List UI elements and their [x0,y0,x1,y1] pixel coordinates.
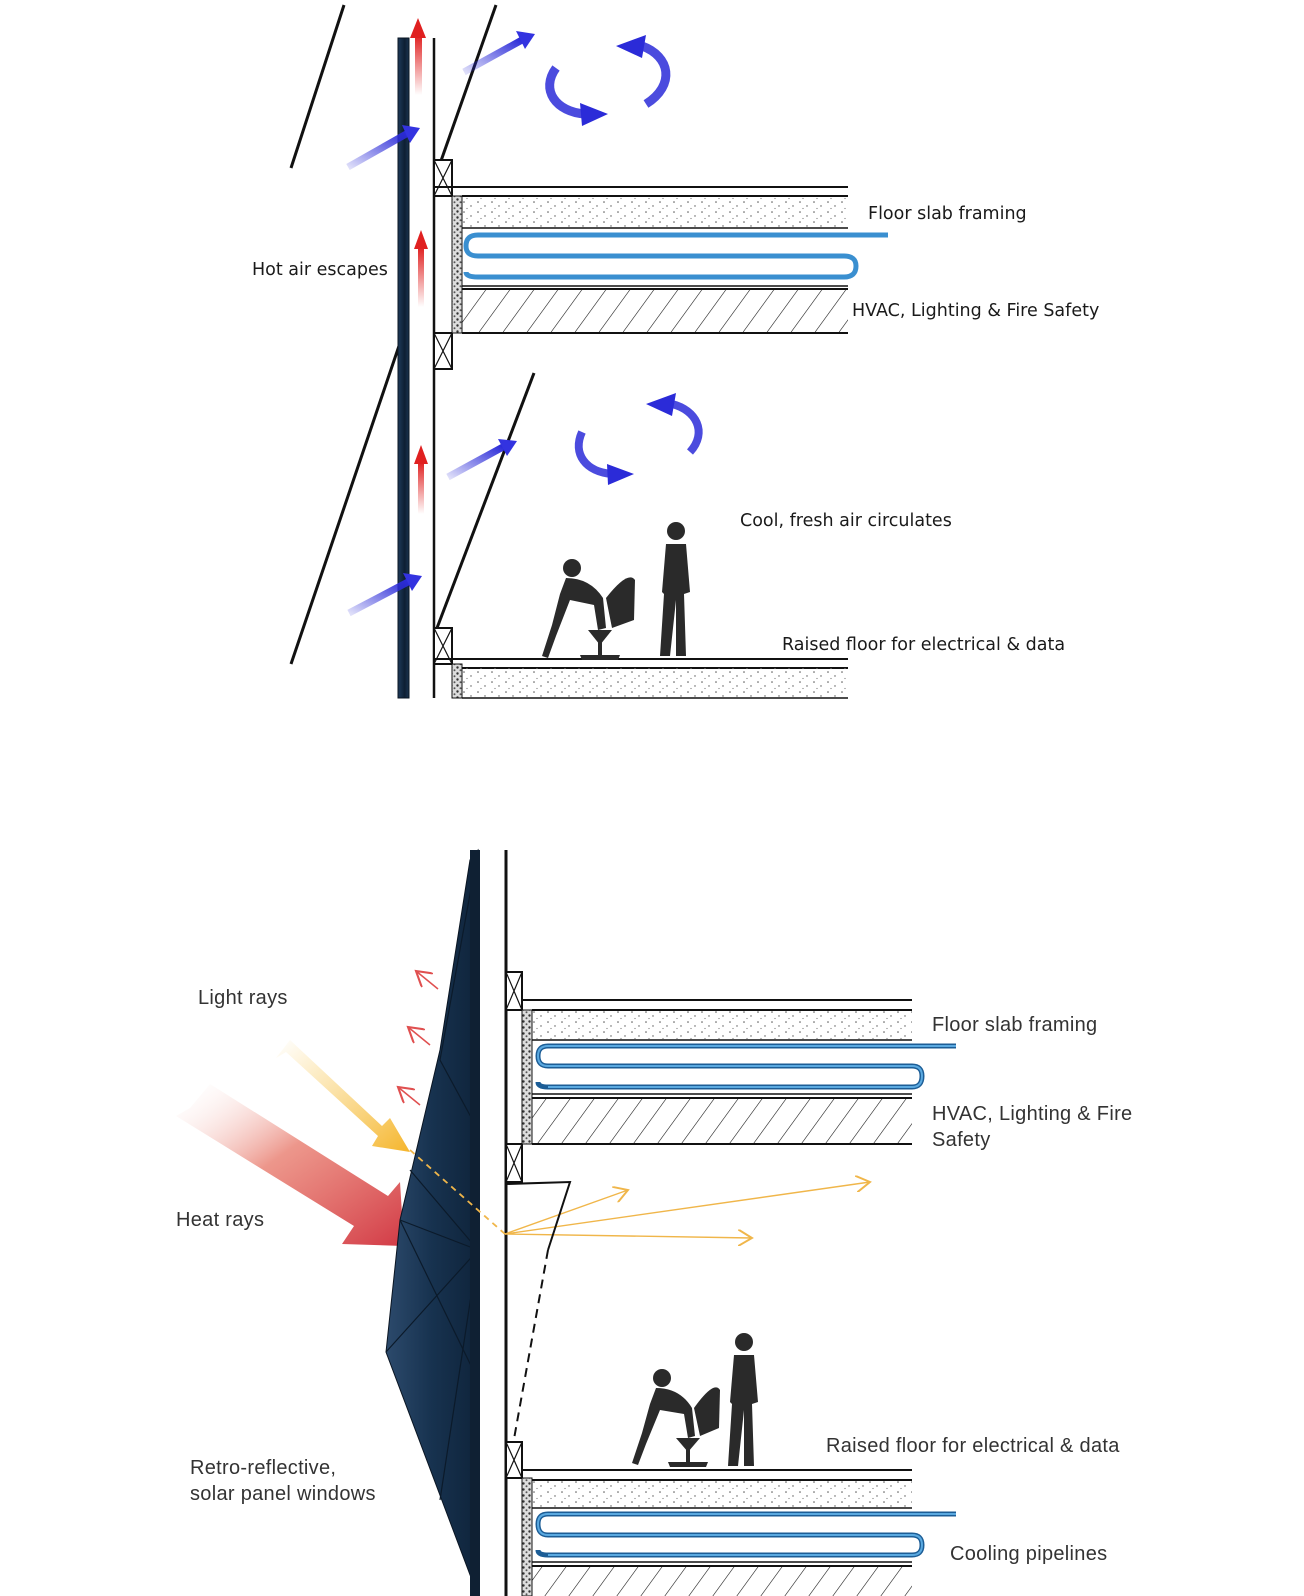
label-retro-line1: Retro-reflective, [190,1457,336,1479]
redirected-light-ray [504,1190,628,1235]
label-heat-rays: Heat rays [176,1209,264,1231]
heat-ray-arrow-icon [176,1084,404,1246]
outer-skin-line [289,339,403,665]
outer-skin-line [289,4,346,169]
light-shelf [505,1180,572,1251]
circulation-arrow-icon [545,35,671,126]
hvac-zone [462,289,848,333]
hvac-zone [532,1566,912,1596]
label-floor-slab: Floor slab framing [868,204,1027,224]
label-cool-air: Cool, fresh air circulates [740,511,952,531]
hot-air-arrow-icon [414,230,428,307]
redirected-light-ray [504,1234,752,1238]
label-raised-floor: Raised floor for electrical & data [782,635,1065,655]
reflected-heat-arrow-icon [408,1027,431,1046]
label-hvac-line2: Safety [932,1129,991,1151]
label-raised-floor: Raised floor for electrical & data [826,1435,1120,1457]
floor-slab-concrete [462,668,848,698]
slab-edge [451,195,463,334]
light-ray-arrow-icon [276,1040,410,1152]
hot-air-arrow-icon [414,445,428,514]
label-retro-line2: solar panel windows [190,1483,376,1505]
slab-edge [451,663,463,699]
hot-air-arrow-icon [410,18,426,95]
label-cooling: Cooling pipelines [950,1543,1107,1565]
office-worker-seated-icon [542,559,635,660]
facade-cavity-panel [397,37,410,699]
inner-skin-line [434,4,498,176]
redirected-light-ray [504,1182,870,1235]
cooling-pipe [535,1043,956,1090]
office-worker-standing-icon [728,1333,758,1466]
fresh-air-arrow-icon [462,31,535,76]
cooling-pipe [463,232,888,280]
label-hot-air: Hot air escapes [252,260,388,280]
circulation-arrow-icon [574,393,703,485]
floor-slab-concrete [532,1010,912,1040]
fresh-air-arrow-icon [347,573,422,617]
floor-slab-concrete [532,1480,912,1508]
office-worker-seated-icon [632,1369,720,1467]
hvac-zone [532,1098,912,1144]
solar-panel-window [385,848,480,1596]
fresh-air-arrow-icon [446,439,517,481]
reflected-heat-arrow-icon [416,971,439,990]
label-hvac-line1: HVAC, Lighting & Fire [932,1103,1132,1125]
label-floor-slab: Floor slab framing [932,1014,1097,1036]
reflected-heat-arrow-icon [398,1087,421,1106]
inner-skin-line [435,372,536,629]
label-hvac: HVAC, Lighting & Fire Safety [852,301,1099,321]
cooling-pipe [535,1511,956,1558]
office-worker-standing-icon [660,522,690,656]
fresh-air-arrow-icon [346,125,420,171]
top-diagram: Floor slab framing HVAC, Lighting & Fire… [252,4,1099,699]
bottom-diagram: Light rays Floor slab framing HVAC, Ligh… [176,848,1132,1596]
floor-slab-concrete [462,196,848,228]
label-light-rays: Light rays [198,987,288,1009]
